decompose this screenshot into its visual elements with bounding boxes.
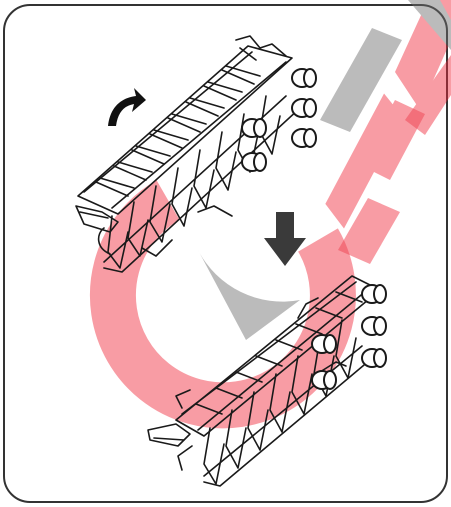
roller-wheel — [242, 153, 266, 171]
roller-wheel — [292, 69, 316, 87]
roller-wheel — [362, 317, 386, 335]
roller-wheel — [312, 335, 336, 353]
roller-wheel — [292, 99, 316, 117]
roller-wheel — [292, 129, 316, 147]
roller-wheel — [242, 119, 266, 137]
roller-wheel — [362, 349, 386, 367]
roller-wheel — [312, 371, 336, 389]
roller-wheel — [362, 285, 386, 303]
